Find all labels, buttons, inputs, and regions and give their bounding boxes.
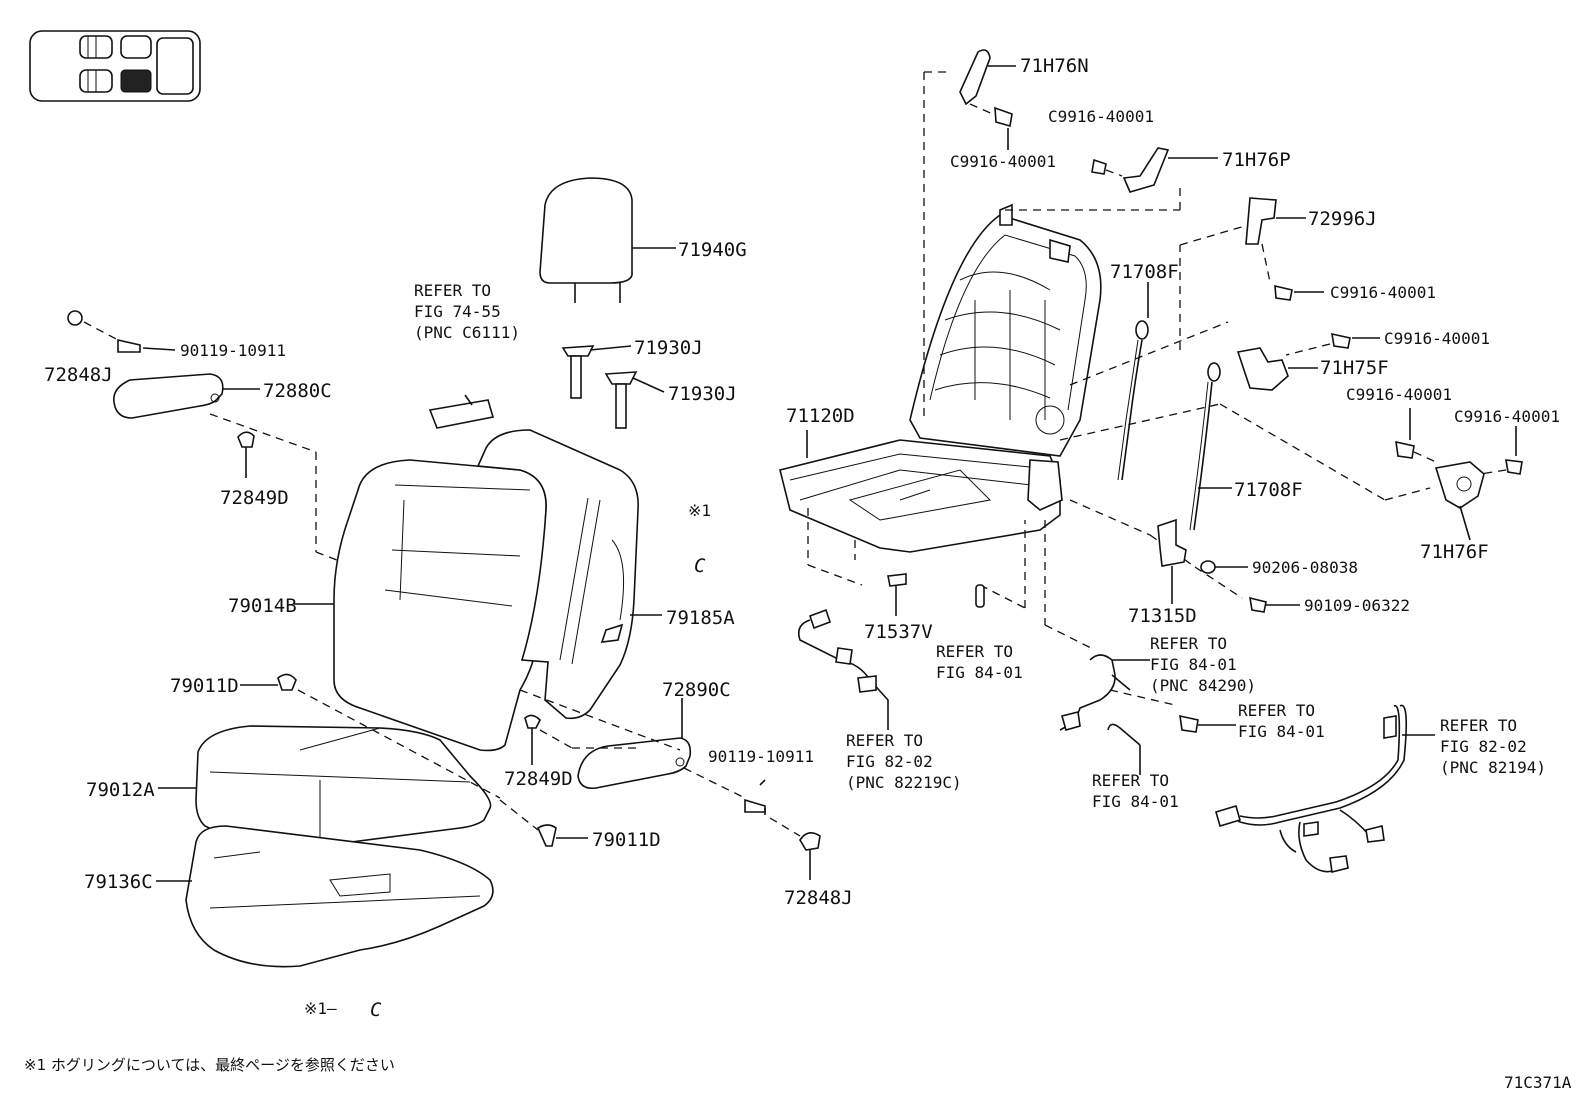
armrest-left: [67, 310, 351, 566]
refer-82194: REFER TO FIG 82-02 (PNC 82194): [1440, 716, 1546, 777]
refer-82219C: REFER TO FIG 82-02 (PNC 82219C): [846, 731, 962, 792]
bolt-c9916-5: [1395, 408, 1437, 463]
cover-71315D: [1157, 518, 1187, 604]
label-72849D-b: 72849D: [504, 768, 573, 790]
harness-84290: [1059, 654, 1150, 731]
label-71H76F: 71H76F: [1420, 541, 1489, 563]
refer-fig84-bolt: REFER TO FIG 84-01: [1238, 701, 1325, 741]
label-79011D-a: 79011D: [170, 675, 239, 697]
frame-leaders: [807, 71, 1431, 706]
refer-fig84-clip: REFER TO FIG 84-01: [1092, 771, 1179, 811]
figure-code: 71C371A: [1504, 1073, 1572, 1092]
label-71708F-a: 71708F: [1110, 261, 1179, 283]
label-71537V: 71537V: [864, 621, 933, 643]
refer-plate-c6111: [428, 394, 495, 429]
highlighted-seat-icon: [120, 69, 152, 93]
label-71315D: 71315D: [1128, 605, 1197, 627]
label-c9916-f: C9916-40001: [1454, 407, 1560, 426]
bolt-fig84: [1179, 714, 1236, 733]
clip-79011D-lower: [499, 799, 588, 847]
seat-location-indicator: [29, 30, 201, 102]
label-79012A: 79012A: [86, 779, 155, 801]
label-72848J-a: 72848J: [44, 364, 113, 386]
refer-c6111: REFER TO FIG 74-55 (PNC C6111): [414, 281, 520, 342]
cap-71537V: [887, 573, 907, 616]
label-79014B: 79014B: [228, 595, 297, 617]
label-mark1-c: C: [694, 555, 706, 577]
label-72848J-b: 72848J: [784, 887, 853, 909]
headrest-guide-2: [604, 371, 665, 429]
refer-84290: REFER TO FIG 84-01 (PNC 84290): [1150, 634, 1256, 695]
clip-79011D-upper: [240, 673, 501, 799]
harness-82219C: [797, 608, 889, 730]
label-71930J-a: 71930J: [634, 337, 703, 359]
seatback-pad: [476, 429, 662, 720]
headrest-guide-1: [561, 345, 632, 399]
headrest: [539, 177, 676, 303]
label-71H76N: 71H76N: [1020, 55, 1089, 77]
armrest-right: [519, 689, 821, 880]
label-79185A: 79185A: [666, 607, 735, 629]
label-71940G: 71940G: [678, 239, 747, 261]
pin-fig84: [975, 584, 985, 608]
seat-cushion-pad: [156, 825, 494, 968]
label-71708F-b: 71708F: [1234, 479, 1303, 501]
bolt-90109: [1249, 596, 1300, 613]
label-c9916-d: C9916-40001: [1384, 329, 1490, 348]
hog-ring-footnote: ※1 ホグリングについては、最終ページを参照ください: [24, 1056, 395, 1074]
cable-71708F-upper: [1117, 282, 1149, 481]
label-79136C: 79136C: [84, 871, 153, 893]
label-mark2: ※1—: [304, 999, 337, 1018]
refer-blocks: REFER TO FIG 74-55 (PNC C6111) REFER TO …: [414, 281, 1546, 811]
label-mark1: ※1: [688, 501, 711, 520]
part-labels: 71H76N C9916-40001 C9916-40001 71H76P 72…: [44, 55, 1560, 1021]
label-90109: 90109-06322: [1304, 596, 1410, 615]
bolt-c9916-1: [994, 106, 1013, 150]
label-90206: 90206-08038: [1252, 558, 1358, 577]
label-mark2-c: C: [370, 999, 382, 1021]
harness-82194: [1215, 704, 1435, 873]
label-71120D: 71120D: [786, 405, 855, 427]
harness-clip-fig84: [1107, 723, 1141, 775]
bolt-c9916-4: [1285, 332, 1380, 356]
label-c9916-c: C9916-40001: [1330, 283, 1436, 302]
seat-cushion-cover: [158, 725, 492, 849]
bracket-71H76P: [1091, 147, 1218, 193]
bracket-72996J: [1245, 197, 1306, 245]
washer-90206: [1200, 560, 1248, 574]
bolt-c9916-3: [1261, 243, 1324, 301]
label-90119-a: 90119-10911: [180, 341, 286, 360]
label-71H76P: 71H76P: [1222, 149, 1291, 171]
seatback-cover: [294, 459, 547, 752]
seat-frame: [779, 203, 1102, 553]
label-71H75F: 71H75F: [1320, 357, 1389, 379]
label-c9916-b: C9916-40001: [950, 152, 1056, 171]
label-c9916-e: C9916-40001: [1346, 385, 1452, 404]
label-79011D-b: 79011D: [592, 829, 661, 851]
label-90119-b: 90119-10911: [708, 747, 814, 766]
bracket-71H76N: [959, 49, 1016, 116]
label-72996J: 72996J: [1308, 208, 1377, 230]
refer-fig84-pin: REFER TO FIG 84-01: [936, 642, 1023, 682]
label-72890C: 72890C: [662, 679, 731, 701]
cable-71708F-lower: [1189, 362, 1232, 531]
bracket-71H75F: [1236, 347, 1318, 391]
bracket-71H76F: [1434, 461, 1485, 541]
label-72880C: 72880C: [263, 380, 332, 402]
label-71930J-b: 71930J: [668, 383, 737, 405]
bolt-c9916-6: [1479, 426, 1523, 475]
label-72849D-a: 72849D: [220, 487, 289, 509]
label-c9916-a: C9916-40001: [1048, 107, 1154, 126]
